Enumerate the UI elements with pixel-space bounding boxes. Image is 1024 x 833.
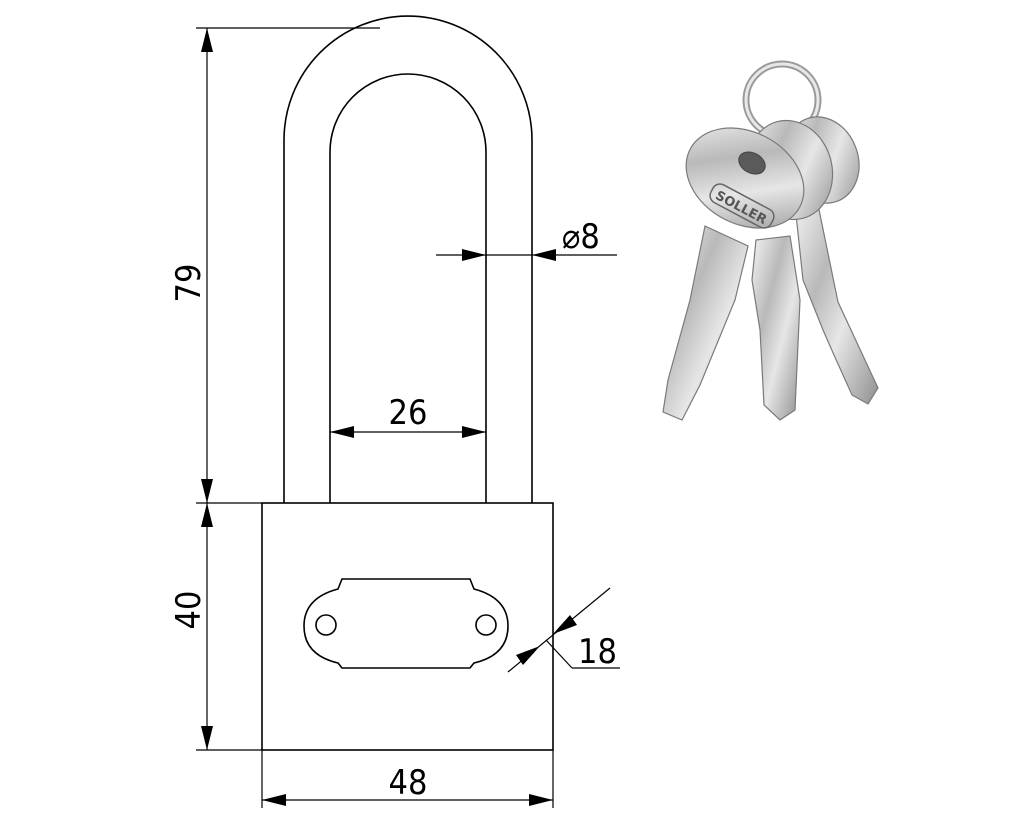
dim-label-40: 40: [169, 591, 209, 630]
dim-label-79: 79: [169, 264, 209, 303]
shackle: [283, 15, 533, 503]
key-hole: [738, 151, 766, 175]
plate-rivet-right: [475, 614, 497, 636]
dim-body-height: 40: [169, 503, 262, 751]
plate-rivet-left: [315, 614, 337, 636]
dim-label-18: 18: [578, 632, 617, 672]
name-plate: [303, 578, 509, 669]
shackle-inner: [329, 73, 487, 503]
key-front: SOLLER: [662, 127, 805, 421]
dim-shackle-height: 79: [169, 27, 380, 504]
dim-label-diameter-8: ⌀8: [562, 217, 600, 257]
dim-shackle-inner-width: 26: [330, 393, 486, 438]
lock-body-outline: [261, 502, 554, 751]
lock-body: [261, 502, 554, 751]
dim-body-width: 48: [261, 750, 554, 808]
keys-image: SOLLER: [662, 60, 879, 421]
dim-label-26: 26: [389, 393, 428, 433]
dim-shackle-diameter: ⌀8: [436, 217, 617, 261]
shackle-outer: [283, 15, 533, 503]
dim-label-48: 48: [389, 763, 428, 803]
dim-body-depth: 18: [507, 587, 620, 673]
